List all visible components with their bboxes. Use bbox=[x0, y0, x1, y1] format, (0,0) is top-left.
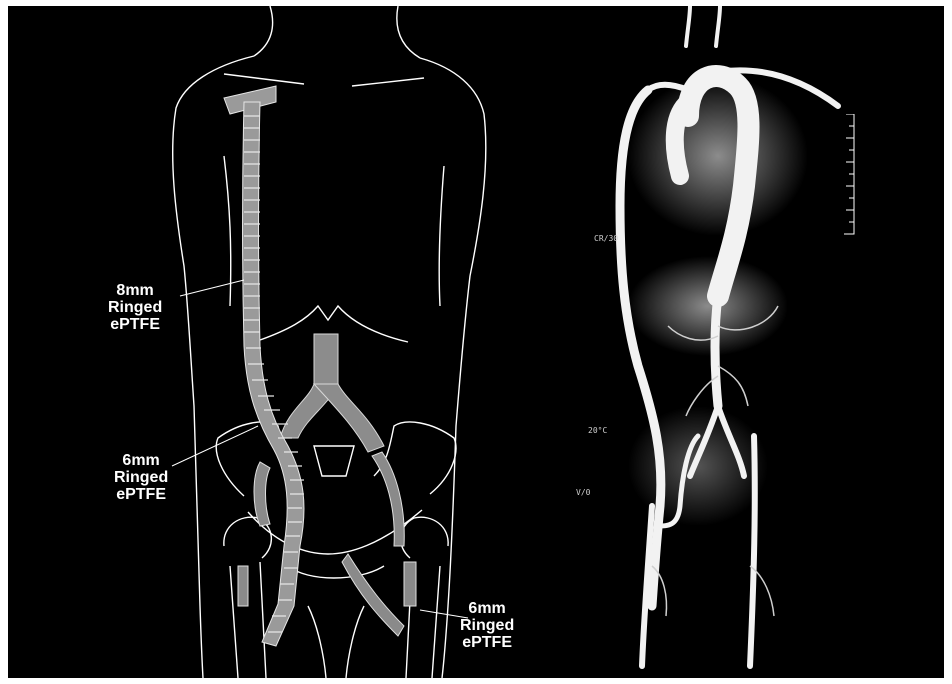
label-line: 6mm bbox=[460, 600, 514, 617]
angiogram-image bbox=[568, 6, 944, 678]
pubic-arch bbox=[288, 566, 384, 578]
body-outline-drawing bbox=[8, 6, 568, 678]
femur-right-head bbox=[401, 517, 449, 558]
label-line: ePTFE bbox=[114, 486, 168, 503]
crotch bbox=[308, 606, 364, 678]
thorax-haze bbox=[628, 76, 808, 236]
shoulder-right-outline bbox=[420, 58, 486, 678]
neck-right-outline bbox=[397, 6, 420, 58]
label-line: 8mm bbox=[108, 282, 162, 299]
leader-6mm-left bbox=[172, 426, 258, 466]
label-line: Ringed bbox=[460, 617, 514, 634]
sacrum bbox=[314, 446, 354, 476]
subclavian-artery-left bbox=[648, 85, 688, 90]
aorta bbox=[314, 334, 338, 386]
scale-ruler bbox=[844, 114, 856, 238]
label-line: ePTFE bbox=[460, 634, 514, 651]
label-line: 6mm bbox=[114, 452, 168, 469]
abdominal-aorta bbox=[715, 296, 718, 406]
carotid-arteries bbox=[686, 6, 720, 46]
label-6mm-ringed-eptfe-right: 6mm Ringed ePTFE bbox=[460, 600, 514, 651]
bypass-diagram: 8mm Ringed ePTFE 6mm Ringed ePTFE 6mm Ri… bbox=[8, 6, 568, 678]
graft-6mm-tubes bbox=[238, 452, 416, 636]
mra-tag: CR/30 bbox=[594, 234, 618, 243]
clavicle-left bbox=[224, 74, 304, 84]
mr-angiogram: CR/30 V/0 20°C bbox=[568, 6, 944, 678]
label-line: Ringed bbox=[114, 469, 168, 486]
leader-8mm bbox=[180, 280, 244, 296]
clavicle-right bbox=[352, 78, 424, 86]
iliac-right bbox=[314, 384, 384, 452]
label-8mm-ringed-eptfe: 8mm Ringed ePTFE bbox=[108, 282, 162, 333]
abdomen-haze bbox=[628, 256, 788, 356]
mra-tag: 20°C bbox=[588, 426, 607, 435]
neck-left-outline bbox=[254, 6, 273, 56]
label-line: Ringed bbox=[108, 299, 162, 316]
figure-frame: 8mm Ringed ePTFE 6mm Ringed ePTFE 6mm Ri… bbox=[8, 6, 944, 678]
label-6mm-ringed-eptfe-left: 6mm Ringed ePTFE bbox=[114, 452, 168, 503]
label-line: ePTFE bbox=[108, 316, 162, 333]
mra-tag: V/0 bbox=[576, 488, 590, 497]
graft-8mm-tube bbox=[224, 86, 304, 646]
armpit-right bbox=[439, 166, 444, 306]
